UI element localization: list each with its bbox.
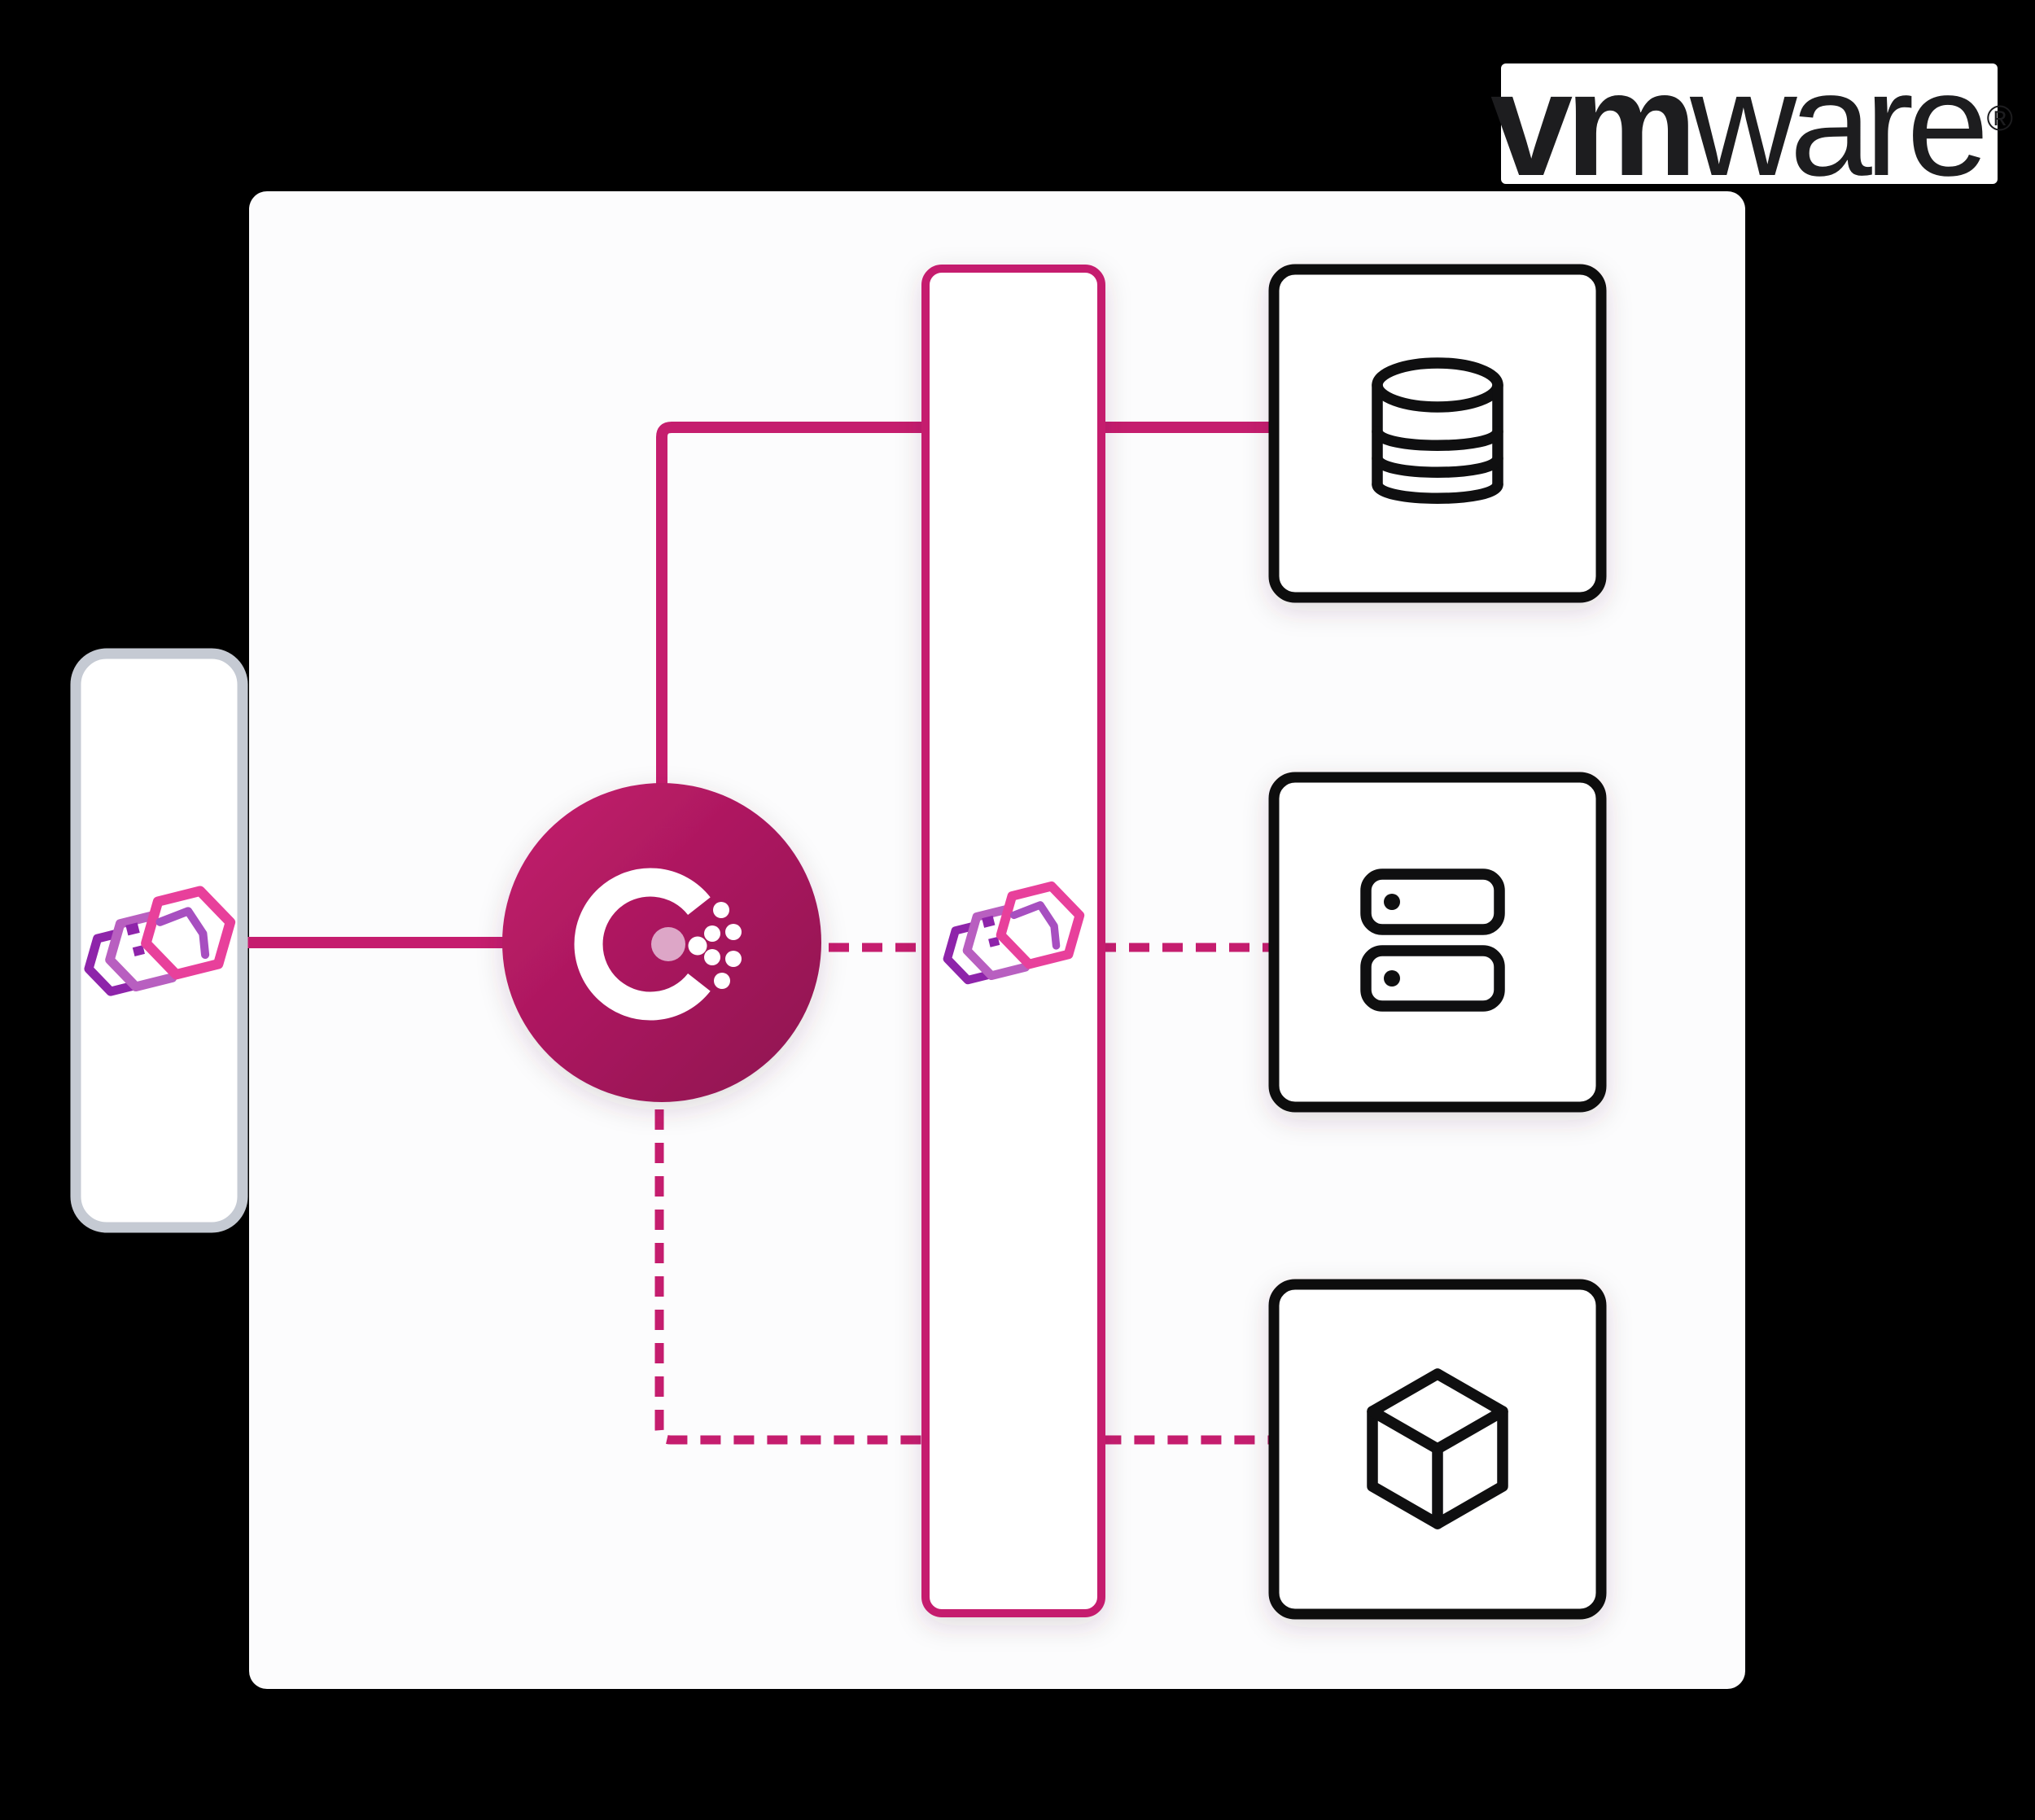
node-gateway xyxy=(921,265,1105,1617)
edge-consul-database xyxy=(656,422,1274,943)
vmware-logo-text: vmware® xyxy=(1490,50,2013,198)
servers-box xyxy=(1268,772,1607,1113)
node-servers xyxy=(1268,772,1607,1113)
consul-logo xyxy=(574,868,742,1021)
node-consul xyxy=(502,783,821,1102)
vmware-logo-ware: ware xyxy=(1690,41,1989,207)
vmware-logo-vm: vm xyxy=(1490,41,1697,207)
database-icon xyxy=(1372,357,1503,504)
node-container xyxy=(1268,1279,1607,1620)
node-external-workload xyxy=(70,648,248,1233)
edge-consul-container xyxy=(654,943,1274,1445)
cube-icon xyxy=(1367,1368,1508,1529)
database-box xyxy=(1268,264,1607,603)
server-icon xyxy=(1360,868,1505,1012)
registered-trademark: ® xyxy=(1986,98,2013,138)
node-database xyxy=(1268,264,1607,603)
vmware-logo: vmware® xyxy=(1490,50,2013,198)
